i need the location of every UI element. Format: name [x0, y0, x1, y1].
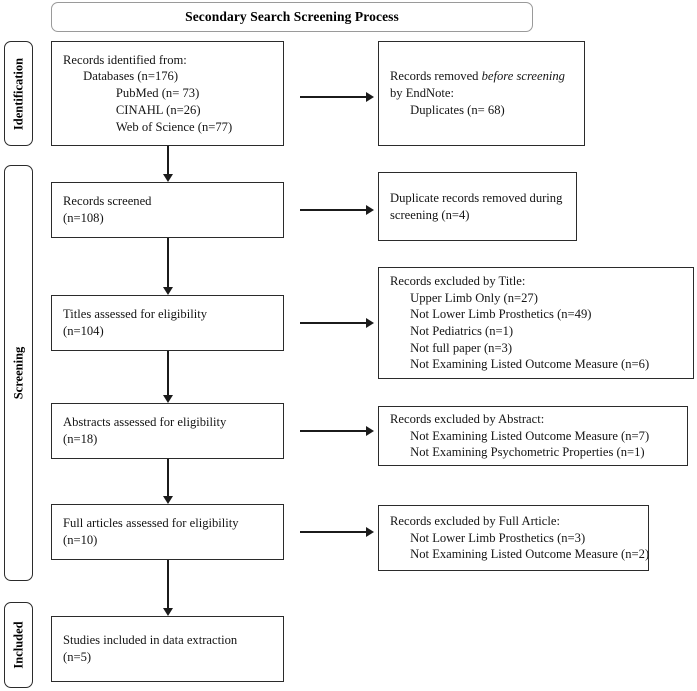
diagram-title: Secondary Search Screening Process [51, 2, 533, 32]
excluded-abstract-heading: Records excluded by Abstract: [390, 411, 545, 426]
records-removed-heading-emphasis: before screening [481, 69, 565, 84]
studies-included-label: Studies included in data extraction [63, 633, 238, 648]
records-screened-count: (n=108) [63, 211, 104, 225]
arrow-head-down-icon [162, 287, 173, 295]
records-identified-pubmed: PubMed (n= 73) [115, 86, 200, 101]
box-records-identified: Records identified from: Databases (n=17… [51, 41, 284, 146]
records-removed-heading-text: Records removed [390, 69, 482, 84]
records-identified-cinahl: CINAHL (n=26) [115, 102, 201, 117]
excluded-abstract-not-listed-outcome-measure: Not Examining Listed Outcome Measure (n=… [410, 428, 650, 443]
excluded-title-not-full-paper: Not full paper (n=3) [410, 340, 513, 355]
excluded-full-article-heading: Records excluded by Full Article: [390, 513, 560, 528]
excluded-title-not-pediatrics: Not Pediatrics (n=1) [410, 324, 514, 338]
arrow-shaft [167, 459, 169, 496]
arrow-head-right-icon [366, 204, 374, 215]
records-removed-by-endnote: by EndNote: [390, 86, 455, 101]
full-articles-assessed-count: (n=10) [63, 533, 98, 547]
abstracts-assessed-label: Abstracts assessed for eligibility [63, 415, 227, 430]
arrow-shaft [300, 322, 366, 324]
duplicates-removed-line-2: screening (n=4) [390, 207, 470, 222]
arrow-shaft [300, 430, 366, 432]
box-titles-assessed: Titles assessed for eligibility (n=104) [51, 295, 284, 351]
arrow-head-down-icon [162, 496, 173, 504]
excluded-title-heading: Records excluded by Title: [390, 273, 526, 288]
records-removed-duplicates: Duplicates (n= 68) [410, 102, 505, 117]
excluded-title-not-listed-outcome-measure: Not Examining Listed Outcome Measure (n=… [410, 357, 650, 372]
arrow-head-right-icon [366, 91, 374, 102]
arrow-head-down-icon [162, 174, 173, 182]
stage-rail-included: Included [4, 602, 33, 688]
studies-included-count: (n=5) [63, 650, 92, 664]
records-identified-databases: Databases (n=176) [83, 69, 179, 84]
records-screened-label: Records screened [63, 194, 152, 209]
duplicates-removed-line-1: Duplicate records removed during [390, 190, 563, 205]
titles-assessed-label: Titles assessed for eligibility [63, 307, 208, 322]
box-records-screened: Records screened (n=108) [51, 182, 284, 238]
box-records-excluded-by-abstract: Records excluded by Abstract: Not Examin… [378, 406, 688, 466]
arrow-head-down-icon [162, 608, 173, 616]
abstracts-assessed-count: (n=18) [63, 432, 98, 446]
arrow-shaft [300, 209, 366, 211]
arrow-shaft [167, 560, 169, 608]
box-records-removed-before-screening: Records removed before screening by EndN… [378, 41, 585, 146]
box-abstracts-assessed: Abstracts assessed for eligibility (n=18… [51, 403, 284, 459]
records-identified-heading: Records identified from: [63, 52, 187, 67]
box-full-articles-assessed: Full articles assessed for eligibility (… [51, 504, 284, 560]
stage-rail-identification: Identification [4, 41, 33, 146]
excluded-title-not-lower-limb-prosthetics: Not Lower Limb Prosthetics (n=49) [410, 307, 592, 322]
box-records-excluded-by-title: Records excluded by Title: Upper Limb On… [378, 267, 694, 379]
arrow-shaft [167, 238, 169, 287]
excluded-title-upper-limb-only: Upper Limb Only (n=27) [410, 290, 538, 305]
stage-label-identification: Identification [11, 57, 25, 130]
box-records-excluded-by-full-article: Records excluded by Full Article: Not Lo… [378, 505, 649, 571]
records-identified-web-of-science: Web of Science (n=77) [115, 119, 233, 134]
arrow-head-right-icon [366, 526, 374, 537]
stage-label-screening: Screening [11, 346, 25, 400]
stage-rail-screening: Screening [4, 165, 33, 581]
arrow-head-right-icon [366, 317, 374, 328]
arrow-head-right-icon [366, 425, 374, 436]
titles-assessed-count: (n=104) [63, 324, 104, 338]
full-articles-assessed-label: Full articles assessed for eligibility [63, 516, 239, 531]
arrow-shaft [300, 531, 366, 533]
records-removed-heading: Records removed before screening [390, 68, 573, 85]
box-studies-included: Studies included in data extraction (n=5… [51, 616, 284, 682]
excluded-abstract-not-psychometric-properties: Not Examining Psychometric Properties (n… [410, 445, 645, 460]
stage-label-included: Included [11, 621, 25, 669]
excluded-full-article-not-listed-outcome-measure: Not Examining Listed Outcome Measure (n=… [410, 547, 650, 562]
arrow-head-down-icon [162, 395, 173, 403]
arrow-shaft [167, 351, 169, 395]
box-duplicate-records-removed: Duplicate records removed during screeni… [378, 172, 577, 241]
arrow-shaft [300, 96, 366, 98]
arrow-shaft [167, 146, 169, 174]
excluded-full-article-not-lower-limb-prosthetics: Not Lower Limb Prosthetics (n=3) [410, 530, 586, 545]
